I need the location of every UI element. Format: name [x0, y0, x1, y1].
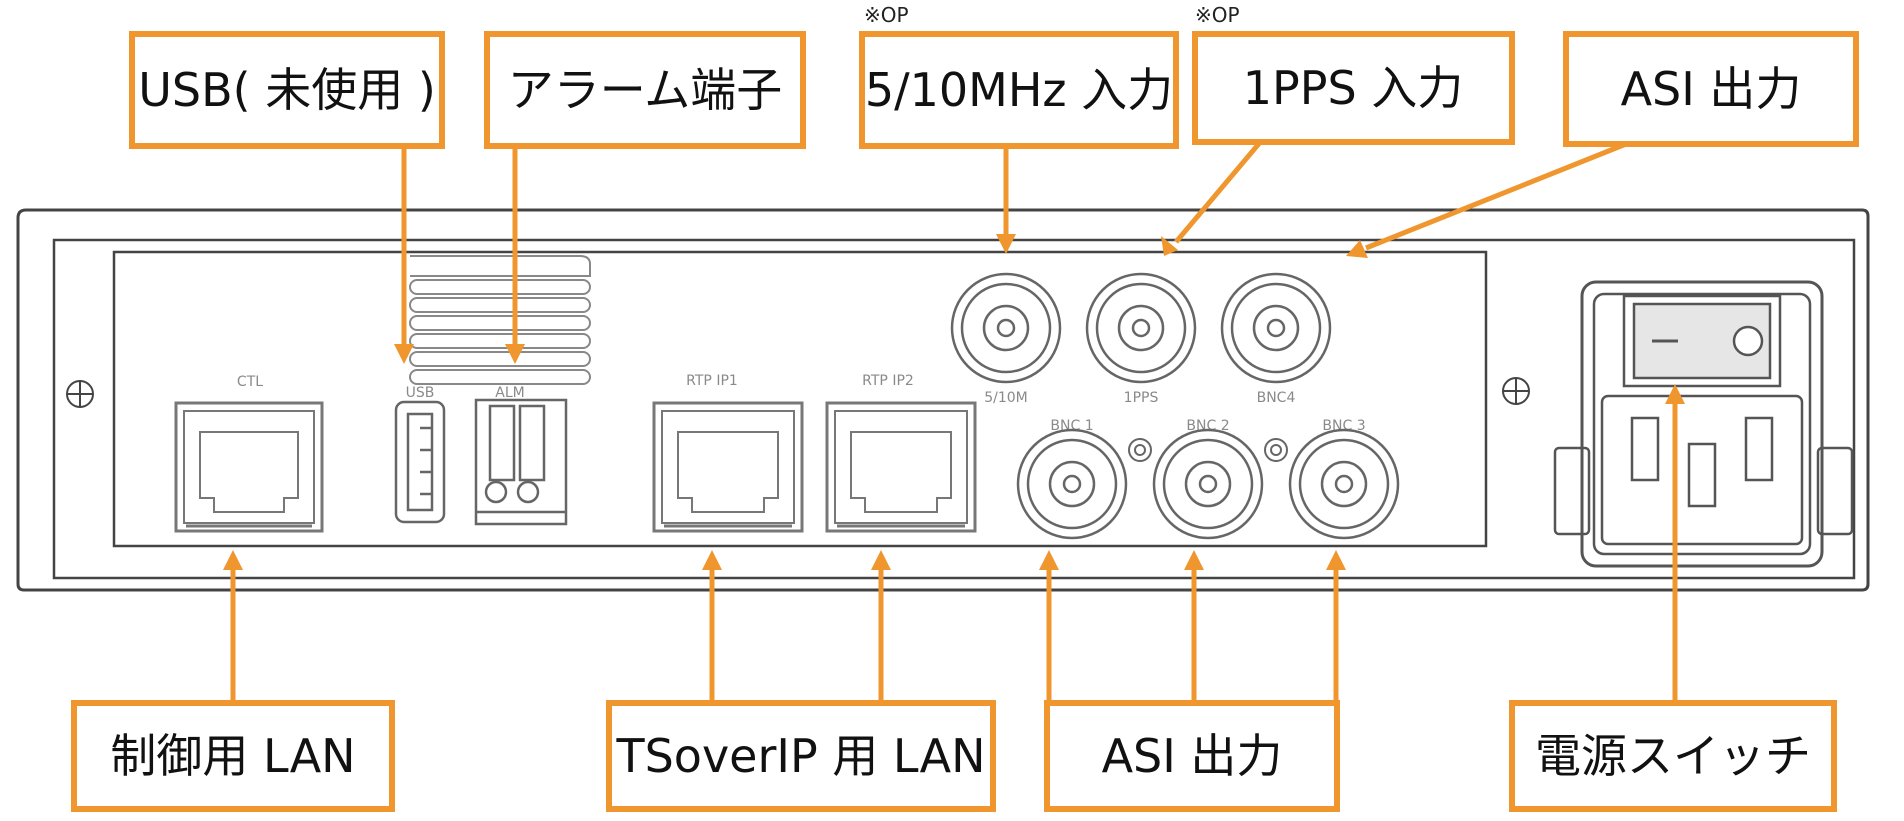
pps-in-option-note: ※OP [1195, 3, 1240, 27]
vent-slots-icon [409, 255, 591, 385]
callout-tsoverip-box [606, 700, 996, 812]
alarm-terminal-icon [474, 398, 568, 526]
port-label-ref: 5/10M [984, 390, 1028, 406]
callout-power-switch-label: 電源スイッチ [1535, 729, 1811, 783]
callout-tsoverip-label: TSoverIP 用 LAN [616, 729, 986, 783]
port-label-pps: 1PPS [1124, 390, 1159, 406]
callout-ctl-lan-box [71, 700, 395, 812]
callout-usb-box [129, 31, 445, 149]
callout-pps-in-label: 1PPS 入力 [1243, 61, 1464, 115]
port-label-bnc4: BNC4 [1257, 390, 1296, 406]
led-indicator-icon [1128, 438, 1288, 462]
right-screw-icon [1502, 377, 1530, 405]
device-chassis [16, 208, 1870, 592]
port-label-rtp1: RTP IP1 [686, 373, 738, 389]
callout-pps-in-box [1192, 31, 1515, 145]
callout-asi-bottom-label: ASI 出力 [1102, 729, 1283, 783]
callout-usb-label: USB( 未使用 ) [138, 63, 436, 117]
callout-power-switch-box [1509, 700, 1837, 812]
port-label-rtp2: RTP IP2 [862, 373, 914, 389]
ref-in-option-note: ※OP [864, 3, 909, 27]
callout-alarm-label: アラーム端子 [508, 63, 783, 117]
bnc4-icon [1220, 272, 1332, 384]
bnc2-icon [1152, 428, 1264, 540]
power-inlet-icon [1553, 280, 1854, 568]
rtp-ip1-port-icon [652, 401, 804, 533]
arrows [223, 138, 1685, 703]
callout-alarm-box [484, 31, 806, 149]
callout-asi-top-label: ASI 出力 [1621, 62, 1802, 116]
rtp-ip2-port-icon [825, 401, 977, 533]
connector-plate [112, 250, 1488, 548]
left-screw-icon [66, 380, 94, 408]
port-label-usb: USB [406, 385, 435, 401]
power-switch-icon [1622, 294, 1782, 388]
callout-asi-bottom-box [1044, 700, 1340, 812]
port-label-alm: ALM [495, 385, 524, 401]
ctl-lan-port-icon [174, 401, 324, 533]
callout-ctl-lan-label: 制御用 LAN [110, 729, 355, 783]
bnc-ref-in-icon [950, 272, 1062, 384]
callout-asi-top-box [1563, 31, 1859, 147]
callout-ref-in-label: 5/10MHz 入力 [865, 63, 1173, 117]
port-label-ctl: CTL [237, 374, 263, 390]
bnc3-icon [1288, 428, 1400, 540]
bnc1-icon [1016, 428, 1128, 540]
bnc-pps-in-icon [1085, 272, 1197, 384]
callout-ref-in-box [859, 31, 1179, 149]
usb-port-icon [394, 400, 446, 524]
